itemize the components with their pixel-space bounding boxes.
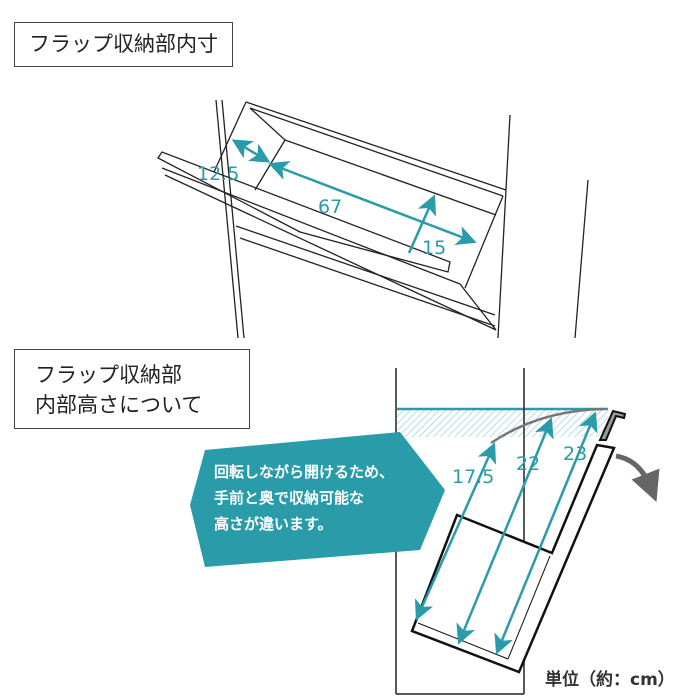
- top-section-title: フラップ収納部内寸: [14, 22, 233, 67]
- cabinet-flap-illustration: [157, 99, 589, 339]
- callout-text: 回転しながら開けるため、 手前と奥で収納可能な 高さが違います。: [214, 459, 394, 537]
- bottom-title-line1: フラップ収納部: [35, 363, 182, 387]
- side-section-illustration: [395, 368, 660, 695]
- top-dimension-arrows: [231, 139, 477, 254]
- side-dimension-arrows: [414, 411, 598, 655]
- height-label: 15: [422, 237, 446, 259]
- unit-label: 単位（約：cm）: [545, 670, 675, 690]
- back-height-label: 23: [563, 443, 587, 465]
- back-height-arrow: [494, 411, 598, 655]
- width-label: 67: [318, 196, 342, 218]
- bottom-section-title: フラップ収納部 内部高さについて: [14, 349, 250, 429]
- bottom-title-line2: 内部高さについて: [35, 393, 203, 417]
- callout-shape: [190, 432, 445, 567]
- callout-line3: 高さが違います。: [214, 515, 333, 533]
- front-height-label: 17.5: [452, 466, 494, 488]
- depth-arrow: [231, 139, 271, 163]
- height-arrow: [407, 194, 437, 254]
- callout-line1: 回転しながら開けるため、: [214, 463, 395, 481]
- middle-height-label: 22: [516, 453, 540, 475]
- callout-line2: 手前と奥で収納可能な: [214, 489, 365, 507]
- width-arrow: [268, 161, 477, 245]
- depth-label: 12.5: [197, 163, 239, 185]
